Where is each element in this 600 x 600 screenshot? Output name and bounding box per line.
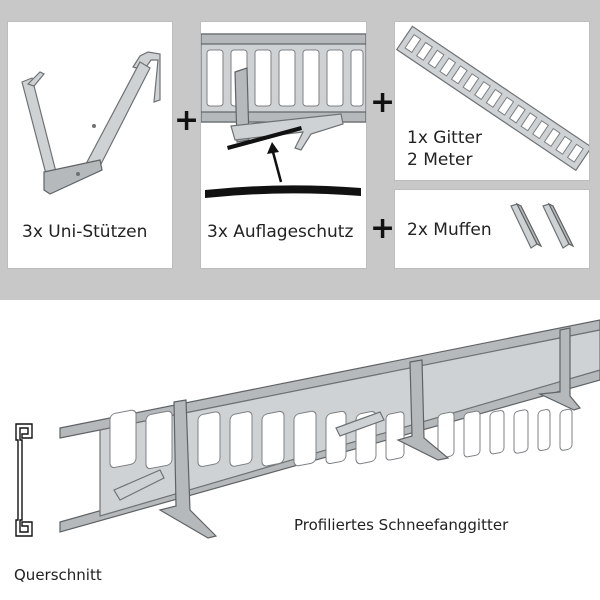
- snow-guard-assembly-illustration: [59, 319, 600, 539]
- bearing-protection-strip-icon: [201, 33, 366, 198]
- gitter-label: 1x Gitter: [407, 128, 482, 148]
- plus-sign-3: +: [370, 211, 396, 246]
- connector-sleeves-icon: [510, 202, 575, 249]
- product-caption: Profiliertes Schneefanggitter: [294, 516, 509, 534]
- plus-sign-2: +: [370, 85, 396, 120]
- card-uni-stuetzen: 3x Uni-Stützen: [8, 22, 172, 268]
- plus-sign-1: +: [174, 103, 200, 138]
- gitter-length-label: 2 Meter: [407, 150, 473, 170]
- card-auflageschutz: 3x Auflageschutz: [201, 22, 366, 268]
- uni-support-bracket-icon: [21, 51, 161, 195]
- uni-stuetzen-label: 3x Uni-Stützen: [22, 222, 148, 242]
- card-muffen: 2x Muffen: [395, 190, 589, 268]
- card-gitter: 1x Gitter 2 Meter: [395, 22, 589, 180]
- snow-guard-grid-icon: [395, 25, 589, 172]
- cross-section-caption: Querschnitt: [14, 566, 102, 584]
- auflageschutz-label: 3x Auflageschutz: [207, 222, 354, 242]
- cross-section-profile-icon: [15, 423, 33, 537]
- muffen-label: 2x Muffen: [407, 220, 492, 240]
